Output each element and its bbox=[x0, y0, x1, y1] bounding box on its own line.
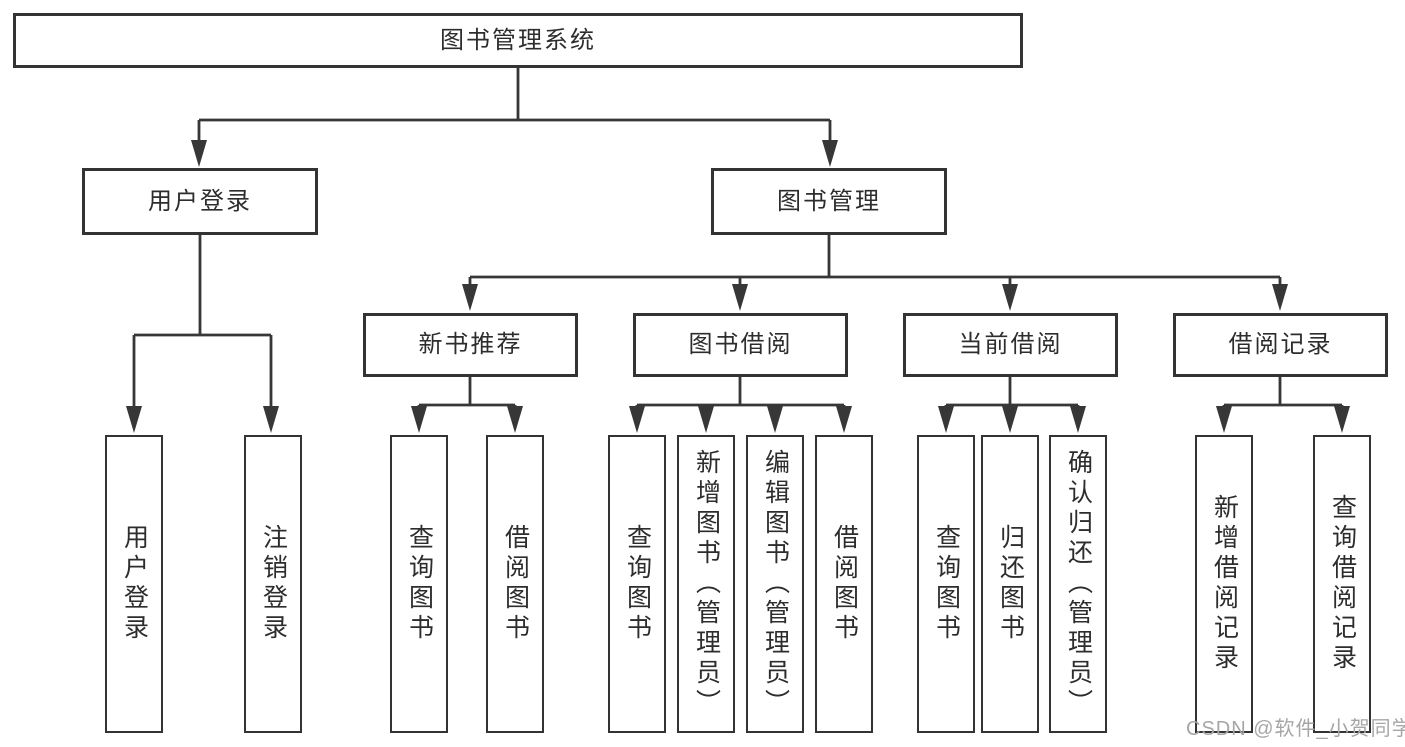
leaf-add-books-admin: 新增图书（管理员） bbox=[677, 435, 735, 733]
arrowhead bbox=[462, 284, 478, 311]
arrowhead bbox=[629, 406, 645, 433]
node-book-management: 图书管理 bbox=[711, 168, 947, 235]
arrowhead bbox=[507, 406, 523, 433]
connector-recommend-to-leaves bbox=[417, 377, 517, 410]
node-user-login: 用户登录 bbox=[82, 168, 318, 235]
connector-userlogin-to-leaves bbox=[132, 235, 273, 410]
leaf-user-login: 用户登录 bbox=[105, 435, 163, 733]
leaf-edit-books-admin: 编辑图书（管理员） bbox=[746, 435, 804, 733]
node-library-management-system: 图书管理系统 bbox=[13, 13, 1023, 68]
arrowhead bbox=[1002, 284, 1018, 311]
node-book-borrowing: 图书借阅 bbox=[633, 313, 848, 377]
arrowhead bbox=[767, 406, 783, 433]
leaf-query-borrow-record: 查询借阅记录 bbox=[1313, 435, 1371, 733]
connector-root-to-level2 bbox=[197, 68, 832, 145]
leaf-return-books: 归还图书 bbox=[981, 435, 1039, 733]
connector-records-to-leaves bbox=[1222, 377, 1344, 410]
node-new-book-recommendation: 新书推荐 bbox=[363, 313, 578, 377]
arrowhead bbox=[938, 406, 954, 433]
arrowhead bbox=[1002, 406, 1018, 433]
arrowhead bbox=[1070, 406, 1086, 433]
connector-borrowing-to-leaves bbox=[635, 377, 846, 410]
connector-current-to-leaves bbox=[944, 377, 1080, 410]
arrowhead bbox=[411, 406, 427, 433]
arrowhead bbox=[698, 406, 714, 433]
arrowhead bbox=[1216, 406, 1232, 433]
watermark-text: CSDN @软件_小贺同学 bbox=[1186, 718, 1405, 740]
node-borrowing-records: 借阅记录 bbox=[1173, 313, 1388, 377]
arrowhead bbox=[126, 406, 142, 433]
arrowhead bbox=[1334, 406, 1350, 433]
arrowhead bbox=[191, 140, 207, 167]
leaf-borrow-books-recommend: 借阅图书 bbox=[486, 435, 544, 733]
leaf-borrow-books-borrowing: 借阅图书 bbox=[815, 435, 873, 733]
arrowhead bbox=[1272, 284, 1288, 311]
leaf-query-books-recommend: 查询图书 bbox=[390, 435, 448, 733]
arrowhead bbox=[836, 406, 852, 433]
leaf-query-books-current: 查询图书 bbox=[917, 435, 975, 733]
leaf-logout: 注销登录 bbox=[244, 435, 302, 733]
connector-bookmgmt-to-level3 bbox=[468, 235, 1282, 288]
leaf-confirm-return-admin: 确认归还（管理员） bbox=[1049, 435, 1107, 733]
arrowhead bbox=[822, 140, 838, 167]
arrowhead bbox=[732, 284, 748, 311]
leaf-query-books-borrowing: 查询图书 bbox=[608, 435, 666, 733]
node-current-borrowing: 当前借阅 bbox=[903, 313, 1118, 377]
leaf-add-borrow-record: 新增借阅记录 bbox=[1195, 435, 1253, 733]
arrowhead bbox=[263, 406, 279, 433]
